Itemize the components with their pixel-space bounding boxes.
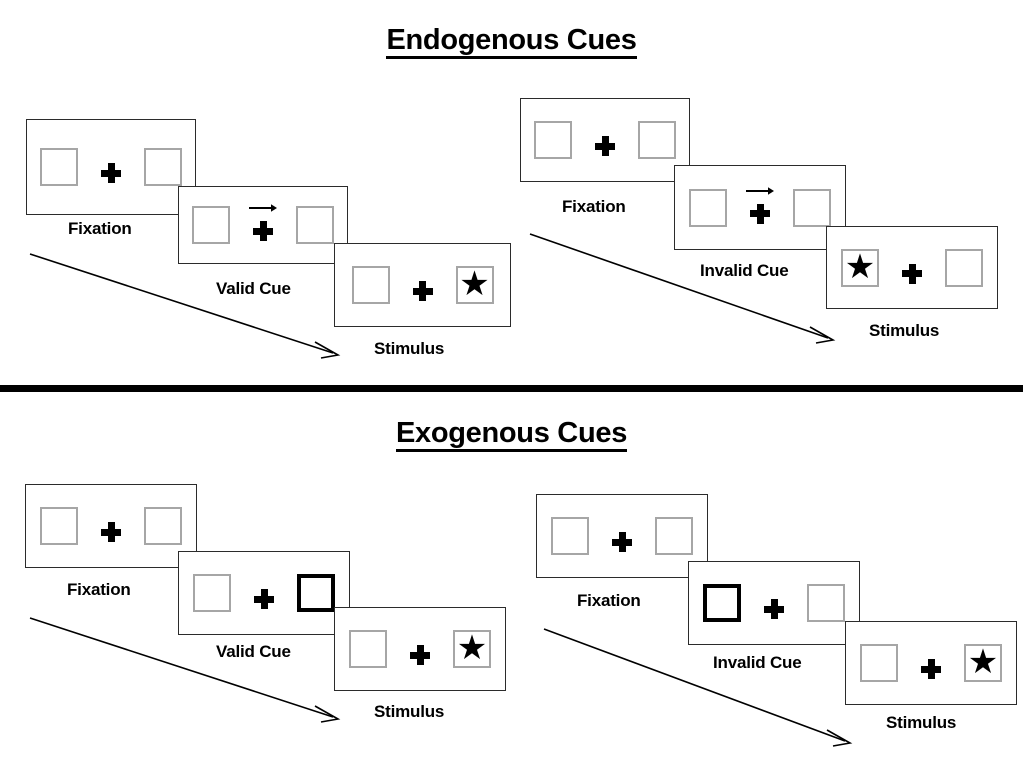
target-box-right-with-star: ★ bbox=[453, 630, 491, 668]
caption-exogenous-valid-fixation: Fixation bbox=[67, 580, 131, 599]
target-box-left bbox=[349, 630, 387, 668]
star-icon: ★ bbox=[967, 643, 999, 681]
target-box-right bbox=[296, 206, 334, 244]
center-stack bbox=[247, 571, 281, 615]
caption-endogenous-invalid-fixation: Fixation bbox=[562, 197, 626, 216]
target-box-left bbox=[551, 517, 589, 555]
fixation-cross-icon bbox=[595, 136, 615, 156]
target-box-left bbox=[351, 266, 390, 304]
section-title-endogenous-text: Endogenous Cues bbox=[386, 25, 637, 60]
panel-endogenous-invalid-fixation bbox=[520, 98, 690, 182]
center-stack bbox=[246, 203, 280, 247]
panel-exogenous-invalid-fixation bbox=[536, 494, 708, 578]
section-title-exogenous: Exogenous Cues bbox=[0, 417, 1023, 453]
caption-endogenous-invalid-stimulus: Stimulus bbox=[869, 321, 940, 340]
center-stack bbox=[94, 504, 128, 548]
fixation-cross-icon bbox=[612, 532, 632, 552]
caption-endogenous-valid-fixation: Fixation bbox=[68, 219, 132, 238]
panel-endogenous-valid-cue bbox=[178, 186, 348, 264]
caption-exogenous-invalid-fixation: Fixation bbox=[577, 591, 641, 610]
target-box-right bbox=[793, 188, 831, 227]
target-box-right bbox=[638, 121, 676, 159]
caption-endogenous-invalid-cue: Invalid Cue bbox=[700, 261, 789, 280]
caption-exogenous-invalid-stimulus: Stimulus bbox=[886, 713, 957, 732]
target-box-left bbox=[40, 507, 78, 545]
panel-endogenous-valid-fixation bbox=[26, 119, 196, 215]
caption-exogenous-invalid-cue: Invalid Cue bbox=[713, 653, 802, 672]
target-box-left bbox=[192, 206, 230, 244]
section-title-exogenous-text: Exogenous Cues bbox=[395, 418, 627, 453]
target-box-left bbox=[193, 574, 231, 612]
panel-exogenous-invalid-cue bbox=[688, 561, 860, 645]
fixation-cross-icon bbox=[921, 659, 941, 679]
panel-exogenous-valid-cue bbox=[178, 551, 350, 635]
caption-endogenous-valid-stimulus: Stimulus bbox=[374, 339, 445, 358]
target-box-left bbox=[40, 148, 78, 186]
section-divider bbox=[0, 385, 1023, 392]
fixation-cross-icon bbox=[750, 203, 770, 224]
target-box-right bbox=[144, 507, 182, 545]
caption-exogenous-valid-cue: Valid Cue bbox=[216, 642, 291, 661]
target-box-right-with-star: ★ bbox=[455, 265, 494, 304]
section-title-endogenous: Endogenous Cues bbox=[0, 24, 1023, 60]
cue-box-right-highlighted bbox=[297, 574, 335, 612]
target-box-left bbox=[534, 121, 572, 159]
center-stack bbox=[757, 581, 791, 625]
center-stack bbox=[588, 118, 622, 162]
center-stack bbox=[743, 186, 777, 230]
center-stack bbox=[403, 627, 437, 671]
arrow-right-cue-icon bbox=[249, 204, 277, 212]
fixation-cross-icon bbox=[902, 263, 922, 284]
fixation-cross-icon bbox=[101, 163, 121, 183]
star-icon: ★ bbox=[456, 629, 488, 667]
panel-endogenous-invalid-cue bbox=[674, 165, 846, 250]
panel-exogenous-valid-fixation bbox=[25, 484, 197, 568]
panel-exogenous-invalid-stimulus: ★ bbox=[845, 621, 1017, 705]
center-stack bbox=[406, 263, 440, 307]
fixation-cross-icon bbox=[764, 599, 784, 619]
target-box-right-with-star: ★ bbox=[964, 644, 1002, 682]
target-box-right bbox=[807, 584, 845, 622]
star-icon: ★ bbox=[459, 265, 490, 303]
target-box-right bbox=[945, 248, 983, 287]
fixation-cross-icon bbox=[254, 589, 274, 609]
arrow-right-cue-icon bbox=[746, 186, 774, 195]
center-stack bbox=[605, 514, 639, 558]
center-stack bbox=[94, 145, 128, 189]
star-icon: ★ bbox=[844, 247, 876, 286]
timeline-arrow-endogenous-valid bbox=[29, 253, 341, 359]
panel-endogenous-invalid-stimulus: ★ bbox=[826, 226, 998, 309]
fixation-cross-icon bbox=[101, 522, 121, 542]
center-stack bbox=[914, 641, 948, 685]
fixation-cross-icon bbox=[253, 221, 273, 241]
target-box-left-with-star: ★ bbox=[841, 247, 879, 287]
panel-exogenous-valid-stimulus: ★ bbox=[334, 607, 506, 691]
fixation-cross-icon bbox=[412, 281, 433, 301]
fixation-cross-icon bbox=[410, 645, 430, 665]
center-stack bbox=[895, 246, 929, 290]
caption-endogenous-valid-cue: Valid Cue bbox=[216, 279, 291, 298]
target-box-left bbox=[860, 644, 898, 682]
caption-exogenous-valid-stimulus: Stimulus bbox=[374, 702, 445, 721]
target-box-right bbox=[655, 517, 693, 555]
target-box-left bbox=[689, 188, 727, 227]
panel-endogenous-valid-stimulus: ★ bbox=[334, 243, 511, 327]
cue-box-left-highlighted bbox=[703, 584, 741, 622]
target-box-right bbox=[144, 148, 182, 186]
